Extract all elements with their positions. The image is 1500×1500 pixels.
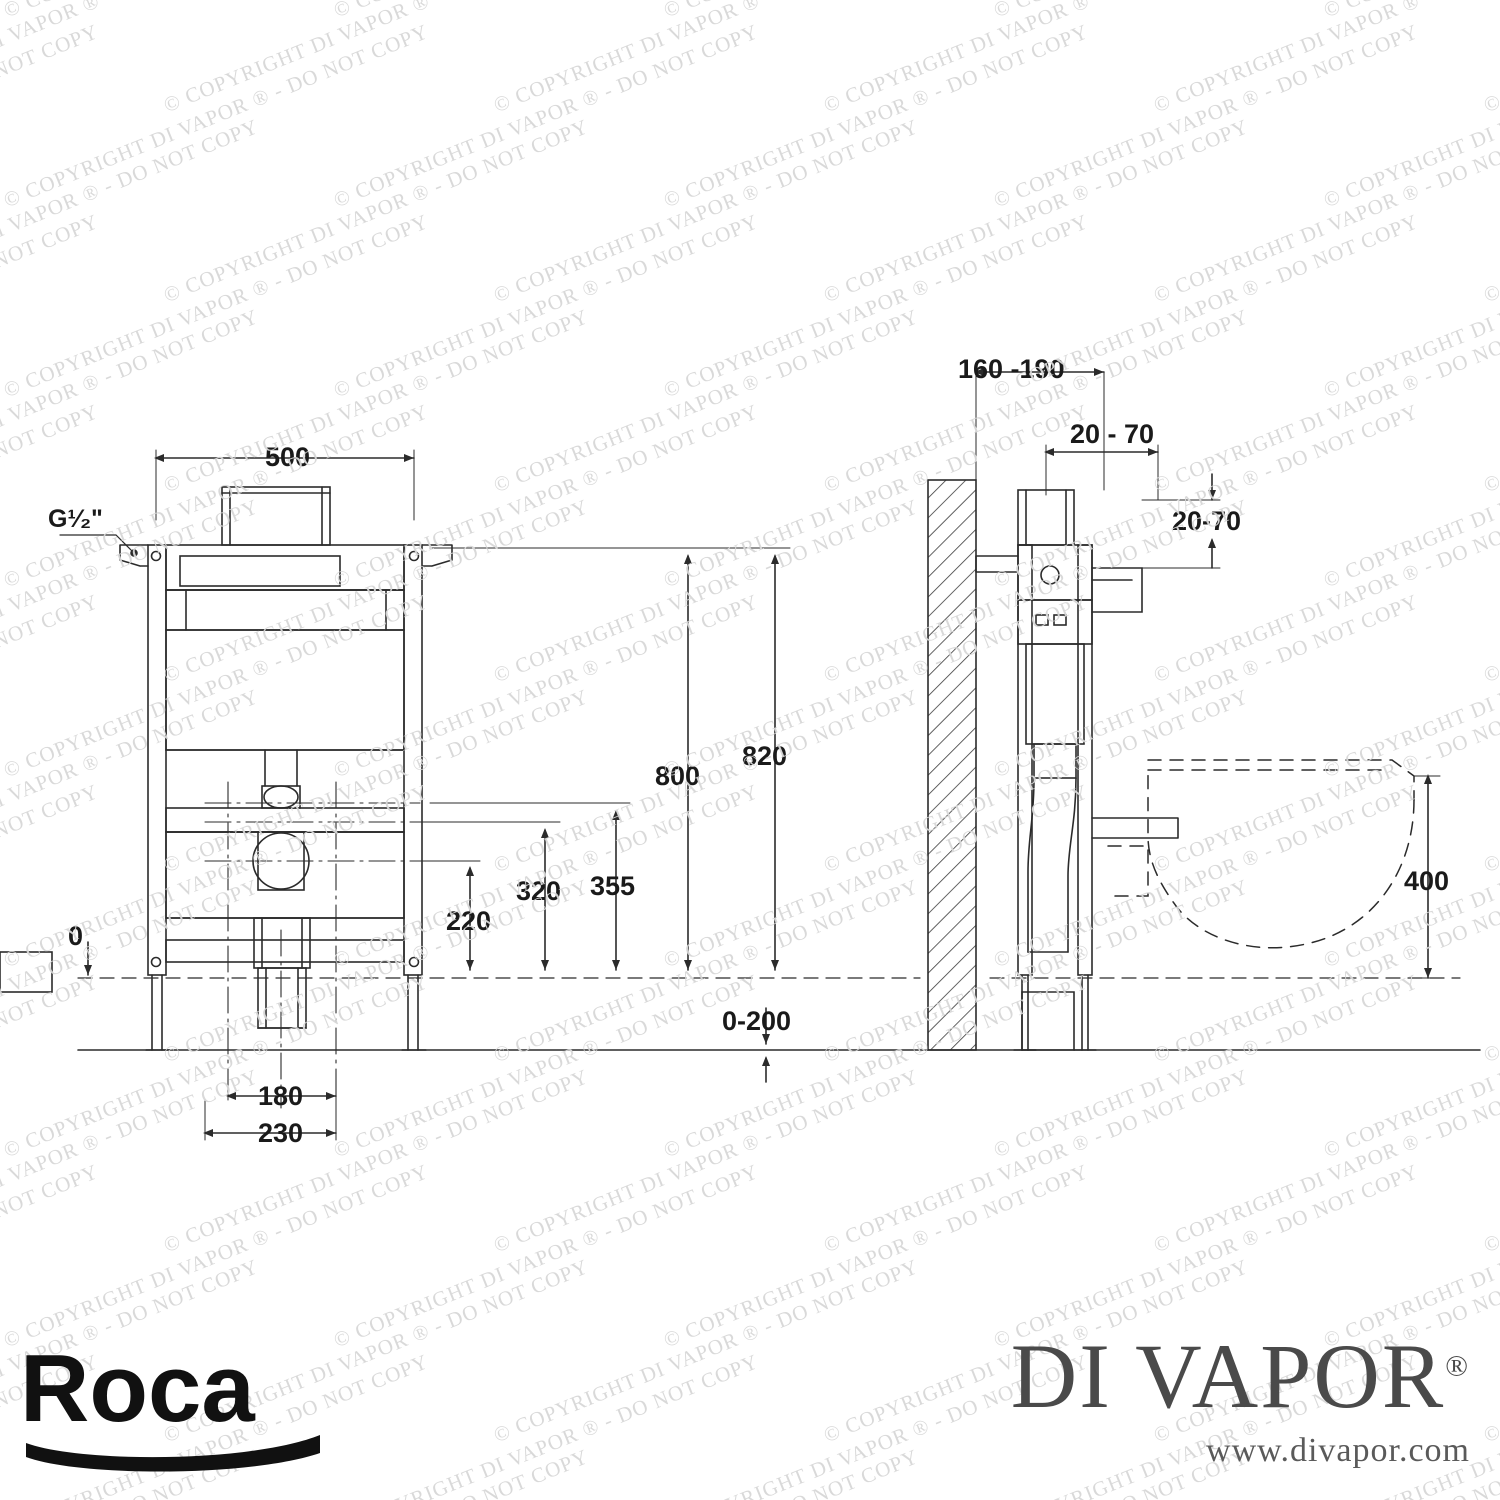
dim-20-70-right <box>1141 473 1221 569</box>
roca-logo-mark: Roca <box>20 1335 320 1472</box>
roca-logo: Roca <box>20 1335 360 1480</box>
divapor-registered-icon: ® <box>1445 1349 1470 1383</box>
label-220: 220 <box>446 906 491 936</box>
label-20-70-top: 20 - 70 <box>1070 419 1154 449</box>
divapor-title-text: DI VAPOR <box>1010 1325 1446 1427</box>
label-180: 180 <box>258 1081 303 1111</box>
label-230: 230 <box>258 1118 303 1148</box>
divapor-title: DI VAPOR® <box>1011 1330 1470 1422</box>
dim-20-70-top <box>1044 444 1159 501</box>
label-0-200: 0-200 <box>722 1006 791 1036</box>
wc-pan-outline <box>1107 759 1415 949</box>
label-355: 355 <box>590 871 635 901</box>
roca-wordmark: Roca <box>20 1335 255 1442</box>
dim-500 <box>154 449 415 521</box>
front-view-frame <box>119 486 453 1051</box>
label-800: 800 <box>655 761 700 791</box>
label-20-70-side: 20-70 <box>1172 506 1241 536</box>
label-320: 320 <box>516 876 561 906</box>
label-820: 820 <box>742 741 787 771</box>
divapor-branding: DI VAPOR® www.divapor.com <box>1011 1330 1470 1470</box>
label-500: 500 <box>265 442 310 472</box>
divapor-url: www.divapor.com <box>1206 1432 1470 1469</box>
label-g-thread: G¹⁄₂" <box>48 505 103 533</box>
leader-g-thread <box>59 534 138 557</box>
dim-160-190 <box>974 368 1105 556</box>
front-center-lines <box>204 781 471 1109</box>
label-zero: 0 <box>68 921 83 951</box>
roca-swoosh <box>26 1435 320 1472</box>
dim-180-230 <box>203 1089 337 1141</box>
extension-lines <box>429 547 791 862</box>
label-400: 400 <box>1404 866 1449 896</box>
side-view <box>0 479 1179 1051</box>
label-160-190: 160 -190 <box>958 354 1065 384</box>
